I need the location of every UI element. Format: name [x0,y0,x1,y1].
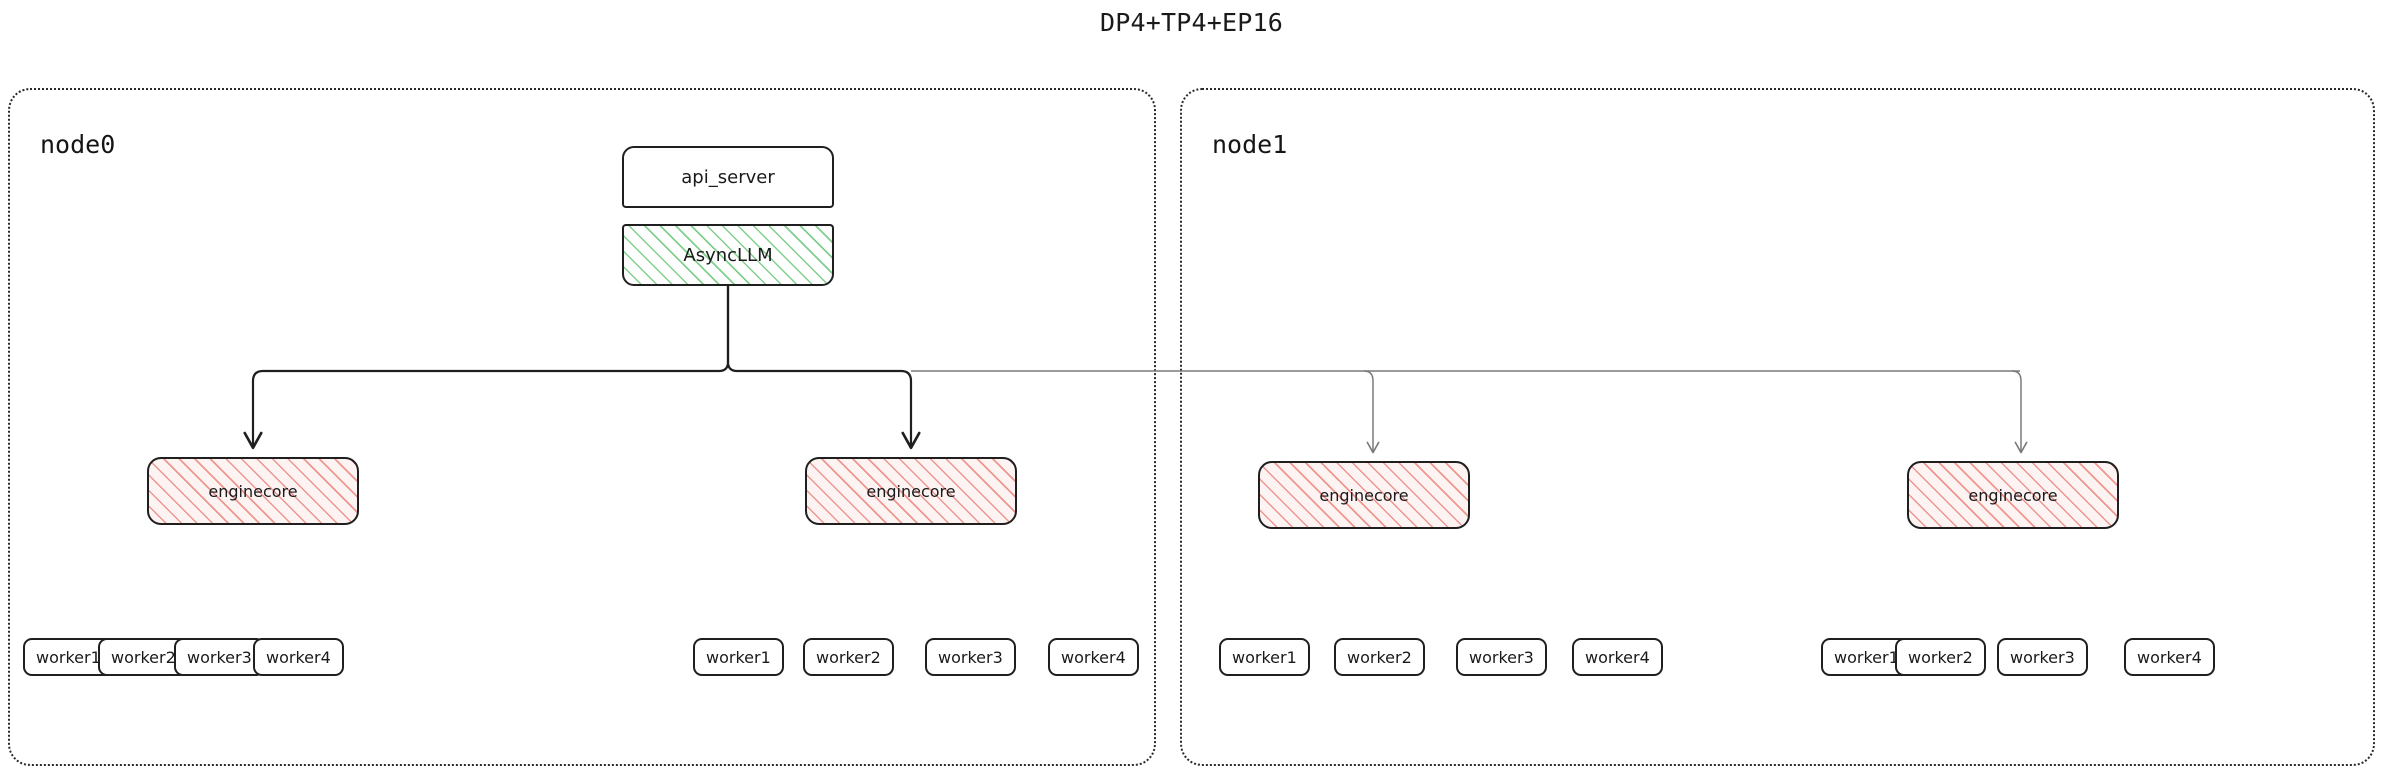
worker-box[interactable]: worker4 [1572,638,1663,676]
enginecore-label: enginecore [1319,485,1409,505]
worker-box[interactable]: worker2 [1895,638,1986,676]
worker-box[interactable]: worker3 [1997,638,2088,676]
worker-label: worker3 [938,647,1003,667]
enginecore-box[interactable]: enginecore [147,457,359,525]
worker-label: worker3 [187,647,252,667]
worker-label: worker4 [2137,647,2202,667]
asyncllm-label: AsyncLLM [683,244,773,266]
page-title: DP4+TP4+EP16 [1099,8,1283,37]
enginecore-box[interactable]: enginecore [1258,461,1470,529]
worker-box[interactable]: worker4 [2124,638,2215,676]
worker-box[interactable]: worker1 [1219,638,1310,676]
worker-label: worker3 [2010,647,2075,667]
worker-label: worker2 [111,647,176,667]
worker-box[interactable]: worker1 [693,638,784,676]
worker-label: worker1 [1834,647,1899,667]
worker-box[interactable]: worker2 [803,638,894,676]
node-container-node0 [8,88,1156,766]
worker-label: worker1 [1232,647,1297,667]
worker-label: worker4 [266,647,331,667]
worker-label: worker3 [1469,647,1534,667]
worker-label: worker4 [1061,647,1126,667]
worker-label: worker1 [706,647,771,667]
worker-box[interactable]: worker2 [1334,638,1425,676]
worker-label: worker2 [1908,647,1973,667]
worker-box[interactable]: worker3 [925,638,1016,676]
worker-box[interactable]: worker3 [174,638,265,676]
worker-box[interactable]: worker3 [1456,638,1547,676]
worker-box[interactable]: worker4 [253,638,344,676]
asyncllm-box[interactable]: AsyncLLM [622,224,834,286]
enginecore-label: enginecore [866,481,956,501]
worker-label: worker4 [1585,647,1650,667]
node-label-node1: node1 [1212,130,1288,159]
enginecore-box[interactable]: enginecore [805,457,1017,525]
worker-label: worker2 [816,647,881,667]
enginecore-box[interactable]: enginecore [1907,461,2119,529]
worker-label: worker1 [36,647,101,667]
enginecore-label: enginecore [1968,485,2058,505]
enginecore-label: enginecore [208,481,298,501]
node-label-node0: node0 [40,130,116,159]
worker-box[interactable]: worker2 [98,638,189,676]
node-container-node1 [1180,88,2375,766]
worker-box[interactable]: worker4 [1048,638,1139,676]
api-server-label: api_server [681,166,775,188]
api-server-box[interactable]: api_server [622,146,834,208]
worker-label: worker2 [1347,647,1412,667]
